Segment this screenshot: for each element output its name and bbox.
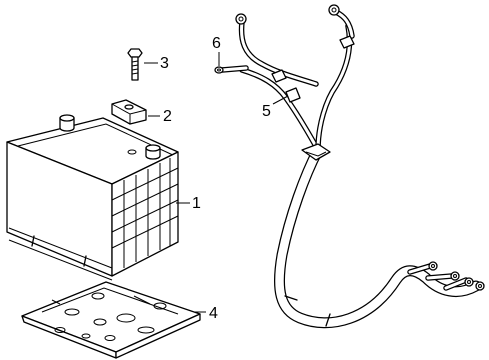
bolt [127, 48, 143, 81]
battery-tray [21, 281, 201, 359]
callout-2: 2 [163, 108, 172, 125]
callout-3: 3 [160, 55, 169, 72]
leader-lines [144, 52, 289, 313]
battery [6, 114, 179, 281]
callout-4: 4 [209, 305, 218, 322]
callout-5: 5 [262, 103, 271, 120]
callout-1: 1 [192, 195, 201, 212]
hold-down-retainer [111, 99, 147, 125]
cable-harness [219, 4, 485, 329]
callout-6: 6 [212, 35, 221, 52]
ground-eyelet [214, 66, 224, 74]
